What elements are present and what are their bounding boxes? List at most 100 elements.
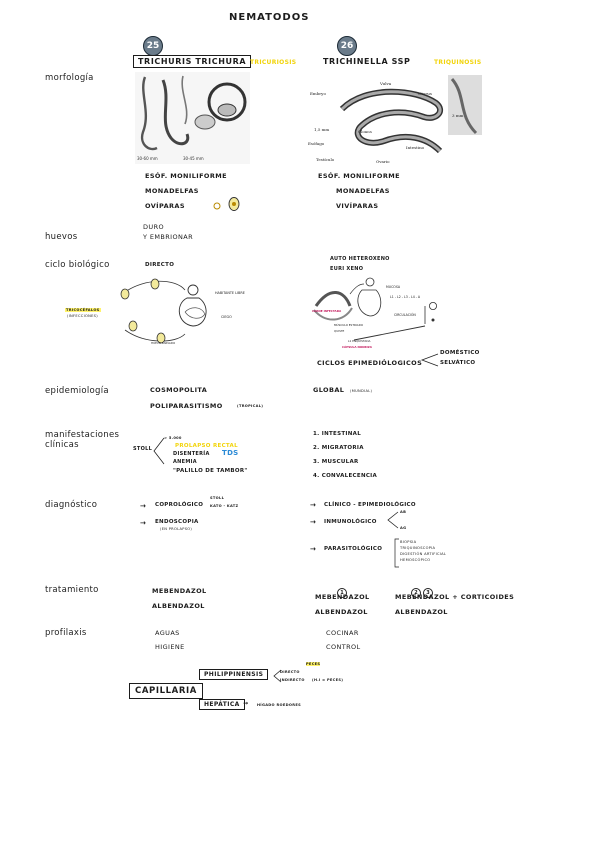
col2-diag-3-note-1: BIOPSIA [400,540,417,544]
col1-huevos-1: DURO [143,223,164,231]
cycle-label-habitante: HABITANTE LIBRE [215,291,245,295]
capillaria-note-detail: (H.I = PECES) [312,678,344,682]
col2-diag-3-note-4: HEMOSCÓPICO [400,558,431,562]
col2-diag-1: CLÍNICO - EPIMEDIOLÓGICO [324,502,416,508]
cycle-label-huevo-larvado: HUEVO LARVADO [151,341,176,345]
col2-trat-c2: 2 [411,579,424,598]
photo-label-size2: 3 mm [452,113,464,118]
cycle2-label-quiste: QUISTE [334,329,345,333]
col2-ciclos-domestico: DOMÉSTICO [440,350,480,356]
col2-manif-3: 3. MUSCULAR [313,459,359,465]
col2-number: 26 [337,36,357,56]
col1-prof-2: HIGIENE [155,643,185,651]
col1-diag-1-note: STOLL [210,496,225,500]
trichinella-photo: Embryo Vulva Uterus Esófago Cloaca 1,5 m… [308,75,482,164]
col2-prof-2: CONTROL [326,643,361,651]
capillaria-note-2: INDIRECTO [280,678,305,682]
col1-ciclo-left-label: TRICOCÉFALOS [65,308,101,312]
col2-trat-a1: MEBENDAZOL [315,593,370,601]
parasito-bracket [394,538,399,568]
col1-epi-1: COSMOPOLITA [150,386,208,394]
inmuno-bracket [387,511,399,529]
col2-diag-arrow-2: → [310,518,317,526]
photo-label-cloaca: Cloaca [358,129,372,134]
capillaria-note-tag: PECES [306,662,321,666]
col2-epi: GLOBAL [313,386,345,394]
col2-ciclo-line2: EURI XENO [330,266,364,272]
row-label-profilaxis: profilaxis [45,628,87,638]
col2-manif-1: 1. INTESTINAL [313,431,362,437]
col1-number-badge: 25 [143,33,163,56]
col1-manif-3: ANEMIA [173,459,197,465]
col1-trat-1: MEBENDAZOL [152,587,207,595]
col1-trat-2: ALBENDAZOL [152,602,205,610]
trichuris-photo: 30-60 mm 30-45 mm [135,72,250,164]
row-label-clinicas: clínicas [45,440,79,450]
photo-label-size: 1,5 mm [314,127,329,132]
egg-icon [213,197,240,211]
capillaria-hepatic-note: HÍGADO ROEDORES [257,703,301,707]
col2-ciclos-epidem: CICLOS EPIMEDIÓLOGICOS [317,359,423,367]
col1-morf-1: ESÓF. MONILIFORME [145,172,227,180]
row-label-tratamiento: tratamiento [45,585,99,595]
col1-disease: TRICURIOSIS [250,59,297,66]
col1-diag-1-note2: KATO - KATZ [210,504,239,508]
col2-number-badge: 26 [337,33,357,56]
col2-diag-2-note2: Ag [400,526,407,530]
row-label-epidemiologia: epidemiología [45,386,109,396]
col1-diag-2-note: (EN PROLAPSO) [160,527,193,531]
col2-diag-arrow-3: → [310,545,317,553]
col1-morf-2: MONADELFAS [145,187,199,195]
capillaria-sub2: HEPÁTICA [199,699,245,710]
ciclos-bracket [420,353,439,367]
col2-trat-a2: ALBENDAZOL [315,608,368,616]
photo-label-uterus: Uterus [418,91,432,96]
col1-manif-prefix: STOLL [133,446,153,452]
col1-name: TRICHURIS TRICHURA [133,55,252,68]
capillaria-bracket [273,669,282,683]
col1-diag-arrow-2: → [140,519,147,527]
col1-number: 25 [143,36,163,56]
capillaria-sub1: PHILIPPINENSIS [199,669,269,680]
col2-trat-b2: ALBENDAZOL [395,608,448,616]
col2-diag-3: PARASITOLÓGICO [324,546,383,552]
cycle-label-ciego: CIEGO [221,315,232,319]
col1-diag-arrow-1: → [140,502,147,510]
col2-morf-2: MONADELFAS [336,187,390,195]
col2-diag-3-note-3: DIGESTIÓN ARTIFICIAL [400,552,447,556]
photo-label-vulva: Vulva [379,81,392,86]
col1-ciclo-type: DIRECTO [145,262,175,268]
photo-label-esophagus: Esófago [308,141,325,146]
col2-morf-3: VIVÍPARAS [336,202,379,210]
trichuris-photo-label-b: 30-45 mm [183,156,204,161]
col2-morf-1: ESÓF. MONILIFORME [318,172,400,180]
col1-manif-2: DISENTERÍA [173,451,210,457]
manif-bracket [153,437,165,465]
cycle2-label-musculo: MÚSCULO ESTRIADO [334,322,364,327]
col1-manif-1: PROLAPSO RECTAL [175,443,238,449]
trichuris-cycle-diagram: HABITANTE LIBRE CIEGO HUEVO LARVADO [120,278,245,345]
col1-ciclo-left-sub: (INFECCIONES) [67,314,98,318]
cycle2-label-circulacion: CIRCULACIÓN [394,312,416,317]
capillaria-hep-arrow: → [243,700,249,707]
row-label-morfologia: morfología [45,73,94,83]
col2-trat-c3: 3 [423,579,436,598]
col2-ciclo-line1: AUTO HETEROXENO [330,256,390,262]
photo-label-testicle: Testículo [316,157,335,162]
col1-epi-2: POLIPARASITISMO [150,402,223,410]
cycle2-label-carne: CARNE INFECTADA [312,309,342,313]
trichuris-photo-label-a: 30-60 mm [137,156,158,161]
col2-name: TRICHINELLA SSP [323,57,411,66]
page-title: NEMATODOS [229,12,310,23]
cycle2-label-capsula: CÁPSULA NODRIZA [342,344,373,349]
col2-diag-2-note: Ab [400,510,407,514]
col1-diag-2: ENDOSCOPIA [155,519,199,525]
col2-trat-b1: MEBENDAZOL + CORTICOIDES [395,593,515,601]
col2-prof-1: COCINAR [326,629,359,637]
cycle2-label-l1: L1 ENQUISTADA [348,339,370,343]
col1-epi-note: (TROPICAL) [237,404,264,408]
photo-label-ovary: Ovario [376,159,390,164]
col1-manif-4: "PALILLO DE TAMBOR" [173,468,248,474]
col2-diag-arrow-1: → [310,501,317,509]
trichinella-cycle-diagram: MUCOSA L1 - L2 - L3 - L4 - A CIRCULACIÓN… [312,277,438,349]
